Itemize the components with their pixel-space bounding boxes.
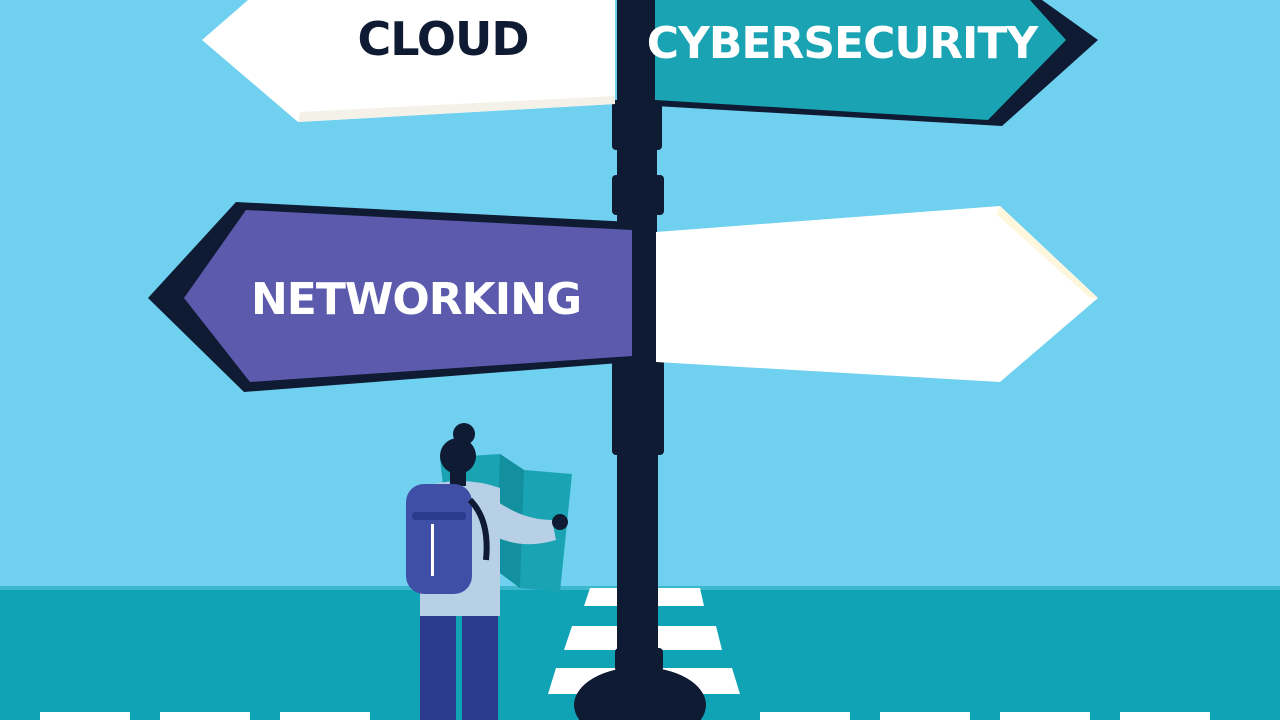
sign-cloud-label: CLOUD: [357, 12, 528, 66]
sign-cybersecurity: CYBERSECURITY: [647, 0, 1098, 126]
backpack-zipper: [431, 524, 434, 576]
hair-bun: [453, 423, 475, 445]
sign-blank-highlight: [996, 206, 1098, 298]
backpack-pocket: [412, 512, 466, 520]
left-leg: [420, 612, 456, 720]
road-dashes: [40, 712, 1210, 720]
sign-networking: NETWORKING: [148, 202, 632, 392]
hand: [552, 514, 568, 530]
sign-cloud-board: [202, 0, 615, 122]
traveler-person: [406, 423, 572, 720]
signpost-pole: [574, 0, 706, 720]
neck: [450, 470, 466, 486]
backpack-strap: [467, 497, 490, 561]
sign-cybersecurity-board: [655, 0, 1066, 120]
head: [440, 438, 476, 474]
sign-blank-board: [656, 206, 1098, 382]
backpack: [406, 484, 472, 594]
sign-cloud: CLOUD: [202, 0, 615, 122]
sign-networking-label: NETWORKING: [251, 274, 581, 325]
sign-blank: [656, 206, 1098, 382]
sign-cloud-shadow: [298, 96, 615, 122]
right-leg: [462, 612, 498, 720]
right-arm: [484, 496, 556, 545]
sign-cybersecurity-label: CYBERSECURITY: [647, 18, 1040, 69]
sign-networking-board: [184, 210, 632, 382]
pole-base: [574, 667, 706, 720]
